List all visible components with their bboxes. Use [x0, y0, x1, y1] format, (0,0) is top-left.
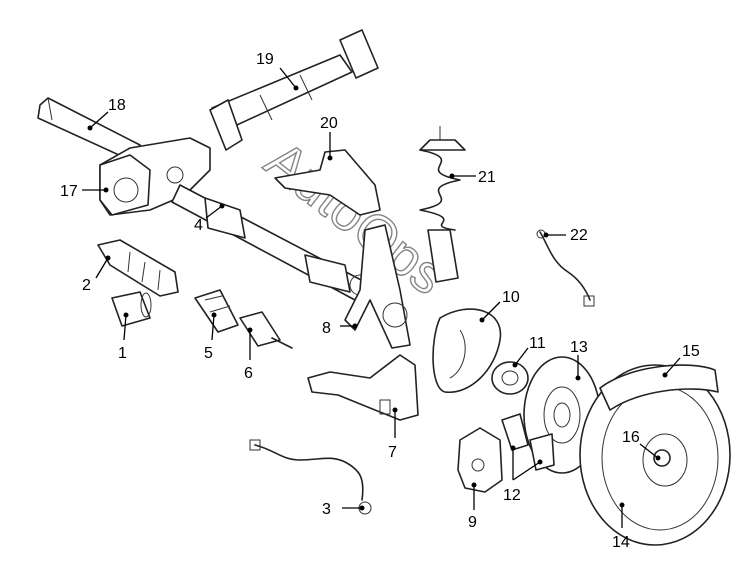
part-10-splash-shield: [432, 308, 502, 393]
callout-9: 9: [468, 482, 477, 531]
callout-20: 20: [320, 115, 338, 161]
part-16-hub-nut: [653, 449, 671, 467]
svg-text:6: 6: [244, 365, 253, 382]
callout-1: 1: [118, 312, 129, 362]
callout-13: 13: [570, 339, 588, 381]
part-4-cv-axle: [171, 184, 371, 301]
callout-17: 17: [60, 183, 109, 200]
callout-19: 19: [256, 51, 299, 91]
svg-text:9: 9: [468, 514, 477, 531]
svg-text:8: 8: [322, 320, 331, 337]
svg-text:20: 20: [320, 115, 338, 132]
svg-text:18: 18: [108, 97, 126, 114]
svg-text:19: 19: [256, 51, 274, 68]
part-5-boot: [194, 289, 239, 333]
part-9-caliper: [457, 427, 503, 493]
part-21-strut: [419, 126, 466, 283]
svg-text:11: 11: [529, 335, 546, 352]
svg-text:3: 3: [322, 501, 331, 518]
part-2-cv-boot: [97, 239, 179, 297]
part-11-hub-bearing: [491, 361, 529, 395]
part-6-inner-joint: [239, 311, 293, 349]
callout-11: 11: [512, 335, 546, 368]
svg-text:22: 22: [570, 227, 588, 244]
callout-8: 8: [322, 320, 358, 337]
callout-7: 7: [388, 407, 398, 461]
svg-text:21: 21: [478, 169, 496, 186]
callout-22: 22: [543, 227, 588, 244]
callout-2: 2: [82, 255, 111, 294]
callout-16: 16: [622, 429, 661, 461]
callouts: 1 2 3 4 5 6 7 8: [60, 51, 700, 551]
svg-text:5: 5: [204, 345, 213, 362]
svg-text:2: 2: [82, 277, 91, 294]
part-3-abs-sensor: [249, 439, 372, 515]
svg-text:17: 17: [60, 183, 78, 200]
svg-text:13: 13: [570, 339, 588, 356]
svg-text:12: 12: [503, 487, 521, 504]
callout-18: 18: [87, 97, 126, 131]
svg-text:10: 10: [502, 289, 520, 306]
svg-text:7: 7: [388, 444, 397, 461]
callout-10: 10: [479, 289, 520, 323]
svg-text:4: 4: [194, 217, 203, 234]
part-19-driveshaft: [209, 29, 379, 151]
callout-15: 15: [662, 343, 700, 378]
callout-3: 3: [322, 501, 365, 518]
part-12-brake-pads: [501, 413, 555, 471]
callout-6: 6: [244, 327, 253, 382]
callout-4: 4: [194, 203, 225, 234]
part-17-differential: [99, 137, 211, 216]
svg-text:1: 1: [118, 345, 127, 362]
callout-14: 14: [612, 502, 630, 551]
svg-text:14: 14: [612, 534, 630, 551]
part-20-upper-arm: [274, 149, 381, 216]
part-15-drum-shield: [599, 364, 719, 411]
part-7-lower-arm: [307, 354, 419, 421]
part-1-bushing: [111, 291, 152, 327]
callout-21: 21: [449, 169, 496, 186]
callout-5: 5: [204, 312, 217, 362]
svg-text:15: 15: [682, 343, 700, 360]
callout-12: 12: [503, 445, 543, 504]
svg-text:16: 16: [622, 429, 640, 446]
part-22-brake-hose: [536, 229, 595, 307]
part-8-knuckle: [344, 224, 411, 349]
